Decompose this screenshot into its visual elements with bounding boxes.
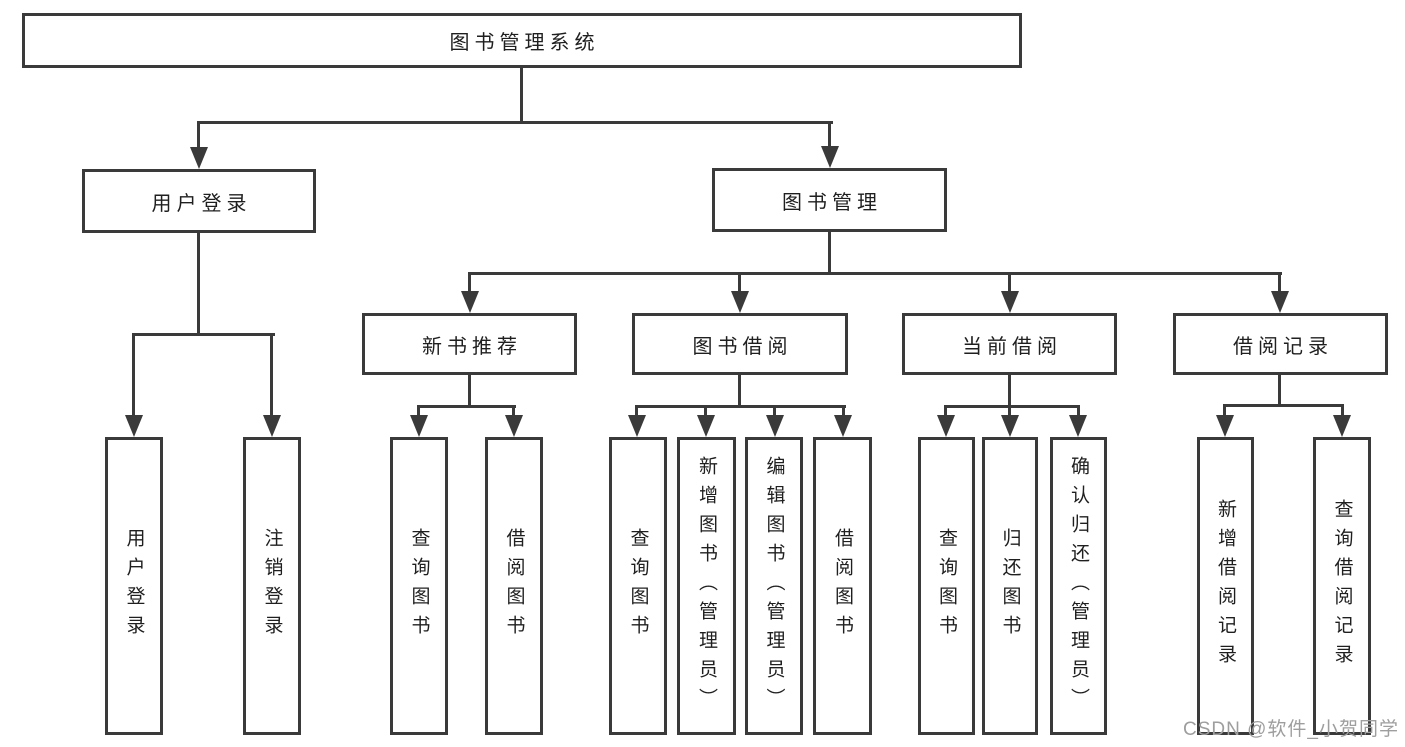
arrowhead-query-borrowing: [628, 415, 646, 437]
arrowhead-new-book: [461, 291, 479, 313]
connector-drop-confirm-return: [1077, 405, 1080, 419]
connector-drop-add-record: [1223, 404, 1226, 419]
arrowhead-userlogin-leaf: [125, 415, 143, 437]
connector-drop-edit-books: [773, 405, 776, 419]
arrowhead-add-record: [1216, 415, 1234, 437]
arrowhead-borrow-books: [834, 415, 852, 437]
connector-level2-bar: [197, 121, 833, 124]
arrowhead-query-record: [1333, 415, 1351, 437]
connector-drop-borrowing-records: [1278, 272, 1281, 294]
connector-records-bar: [1223, 404, 1344, 407]
watermark-text: CSDN @软件_小贺同学: [1183, 719, 1399, 740]
arrowhead-current-borrowing: [1001, 291, 1019, 313]
connector-drop-logout-leaf: [270, 333, 273, 417]
arrowhead-user-login: [190, 147, 208, 169]
connector-drop-book-management: [828, 121, 831, 151]
arrowhead-return-books: [1001, 415, 1019, 437]
connector-drop-borrow-recommend: [512, 405, 515, 419]
connector-drop-borrow-books: [842, 405, 845, 419]
node-user-login: 用户登录: [82, 169, 316, 233]
leaf-query-books-borrowing: 查询图书: [609, 437, 667, 735]
arrowhead-query-current: [937, 415, 955, 437]
connector-drop-userlogin-leaf: [132, 333, 135, 417]
leaf-query-borrow-record: 查询借阅记录: [1313, 437, 1371, 735]
connector-drop-user-login: [197, 121, 200, 151]
connector-drop-return-books: [1008, 405, 1011, 419]
connector-currentborrow-stem: [1008, 375, 1011, 408]
node-new-book-recommend: 新书推荐: [362, 313, 577, 375]
leaf-user-login: 用户登录: [105, 437, 163, 735]
node-current-borrowing: 当前借阅: [902, 313, 1117, 375]
connector-bookborrow-bar: [635, 405, 846, 408]
leaf-edit-books-admin: 编辑图书（管理员）: [745, 437, 803, 735]
connector-level3-bar: [468, 272, 1282, 275]
arrowhead-confirm-return: [1069, 415, 1087, 437]
connector-drop-query-record: [1341, 404, 1344, 419]
connector-drop-current-borrowing: [1008, 272, 1011, 294]
leaf-add-borrow-record: 新增借阅记录: [1197, 437, 1254, 735]
connector-root-stem: [520, 68, 523, 123]
connector-drop-query-borrowing: [635, 405, 638, 419]
leaf-query-books-recommend: 查询图书: [390, 437, 448, 735]
arrowhead-query-recommend: [410, 415, 428, 437]
node-book-borrowing: 图书借阅: [632, 313, 848, 375]
connector-bookmgmt-stem: [828, 232, 831, 274]
connector-drop-query-current: [944, 405, 947, 419]
node-book-management: 图书管理: [712, 168, 947, 232]
connector-bookborrow-stem: [738, 375, 741, 408]
connector-drop-add-books: [704, 405, 707, 419]
connector-currentborrow-bar: [944, 405, 1080, 408]
connector-records-stem: [1278, 375, 1281, 407]
arrowhead-book-borrowing: [731, 291, 749, 313]
leaf-add-books-admin: 新增图书（管理员）: [677, 437, 736, 735]
leaf-borrow-books-borrowing: 借阅图书: [813, 437, 872, 735]
leaf-logout-login: 注销登录: [243, 437, 301, 735]
leaf-borrow-books-recommend: 借阅图书: [485, 437, 543, 735]
connector-drop-book-borrowing: [738, 272, 741, 294]
connector-newbook-bar: [417, 405, 516, 408]
arrowhead-edit-books: [766, 415, 784, 437]
arrowhead-logout-leaf: [263, 415, 281, 437]
arrowhead-borrow-recommend: [505, 415, 523, 437]
leaf-query-books-current: 查询图书: [918, 437, 975, 735]
leaf-confirm-return-admin: 确认归还（管理员）: [1050, 437, 1107, 735]
connector-userlogin-stem: [197, 233, 200, 336]
arrowhead-borrowing-records: [1271, 291, 1289, 313]
leaf-return-books: 归还图书: [982, 437, 1038, 735]
connector-userlogin-bar: [132, 333, 275, 336]
arrowhead-add-books: [697, 415, 715, 437]
arrowhead-book-management: [821, 146, 839, 168]
connector-newbook-stem: [468, 375, 471, 408]
connector-drop-query-recommend: [417, 405, 420, 419]
node-borrowing-records: 借阅记录: [1173, 313, 1388, 375]
connector-drop-new-book: [468, 272, 471, 294]
node-root-system: 图书管理系统: [22, 13, 1022, 68]
